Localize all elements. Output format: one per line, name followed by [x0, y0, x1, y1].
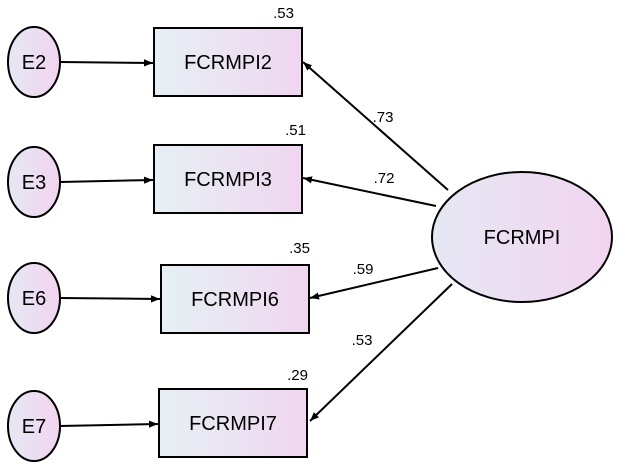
indicator-label: FCRMPI2	[184, 52, 272, 74]
indicator-label: FCRMPI3	[184, 169, 272, 191]
error-path-e2	[59, 59, 154, 67]
latent-label: FCRMPI	[484, 227, 561, 249]
r-squared-label: .53	[273, 5, 294, 22]
error-label-e6: E6	[22, 288, 46, 310]
error-label-e7: E7	[22, 416, 46, 438]
loading-path-fcrmpi6	[309, 267, 439, 300]
loading-path-fcrmpi3	[302, 176, 437, 207]
error-label-e3: E3	[22, 172, 46, 194]
error-path-e7	[59, 420, 159, 428]
indicator-fcrmpi7: FCRMPI7 .29	[158, 367, 308, 458]
indicator-fcrmpi3: FCRMPI3 .51	[153, 122, 306, 214]
loading-label-fcrmpi3: .72	[374, 170, 395, 187]
error-node-e6: E6	[7, 262, 61, 334]
error-node-e2: E2	[7, 26, 61, 98]
error-path-e3	[59, 176, 154, 184]
r-squared-label: .35	[289, 240, 310, 257]
latent-factor: FCRMPI	[431, 171, 613, 303]
indicator-fcrmpi6: FCRMPI6 .35	[160, 240, 310, 334]
indicator-label: FCRMPI6	[191, 289, 279, 311]
r-squared-label: .51	[285, 122, 306, 139]
error-node-e3: E3	[7, 146, 61, 218]
loading-label-fcrmpi7: .53	[352, 332, 373, 349]
error-node-e7: E7	[7, 390, 61, 462]
error-label-e2: E2	[22, 52, 46, 74]
loading-path-fcrmpi2	[302, 61, 449, 191]
error-path-e6	[59, 295, 161, 303]
loading-label-fcrmpi6: .59	[353, 261, 374, 278]
indicator-fcrmpi2: FCRMPI2 .53	[153, 5, 303, 97]
loading-label-fcrmpi2: .73	[373, 109, 394, 126]
loading-path-fcrmpi7	[309, 283, 453, 422]
r-squared-label: .29	[287, 367, 308, 384]
indicator-label: FCRMPI7	[189, 413, 277, 435]
